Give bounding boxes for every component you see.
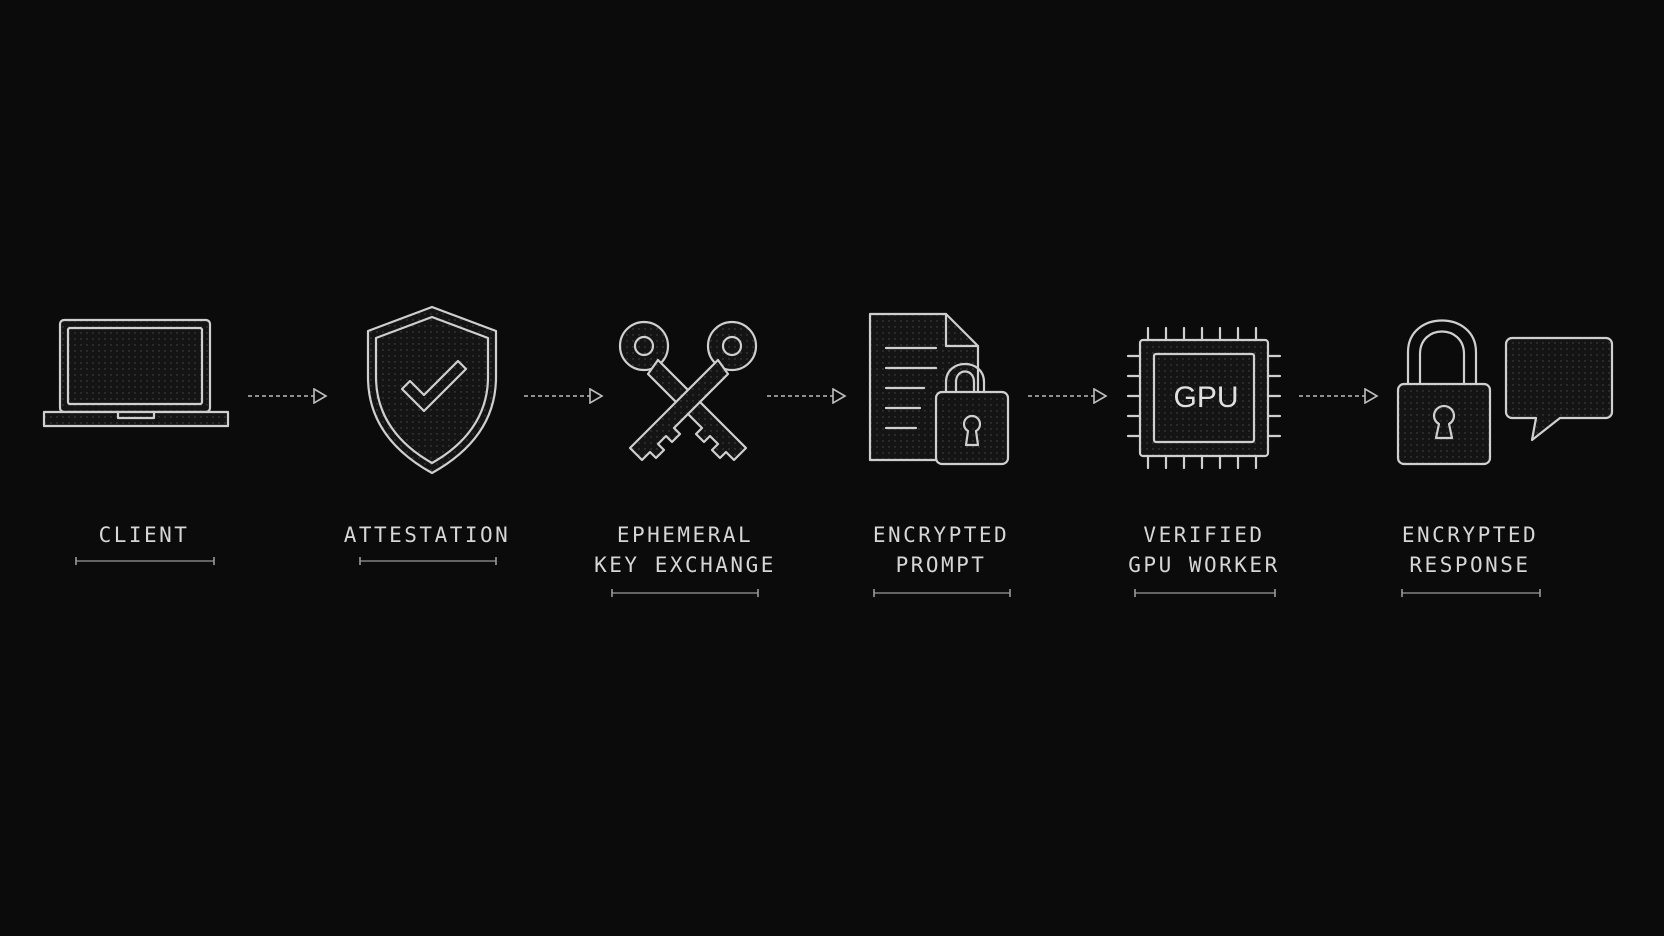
- document-lock-icon: [868, 312, 1010, 466]
- flow-arrow-2: [524, 388, 604, 404]
- flow-arrow-4: [1028, 388, 1108, 404]
- flow-arrow-5: [1299, 388, 1379, 404]
- crossed-keys-icon: [618, 320, 758, 462]
- step-underline-client: [75, 557, 215, 565]
- gpu-chip-icon: [1126, 326, 1282, 470]
- flow-arrow-1: [248, 388, 328, 404]
- step-label-client: CLIENT: [98, 523, 190, 547]
- step-underline-gpu: [1134, 589, 1276, 597]
- lock-speech-bubble-icon: [1396, 319, 1614, 466]
- step-underline-attestation: [359, 557, 497, 565]
- flow-arrow-3: [767, 388, 847, 404]
- step-label-attestation: ATTESTATION: [343, 523, 511, 547]
- step-underline-key-exchange: [611, 589, 759, 597]
- shield-check-icon: [366, 305, 498, 475]
- laptop-icon: [42, 318, 230, 428]
- step-underline-prompt: [873, 589, 1011, 597]
- gpu-chip-label: GPU: [1173, 381, 1239, 414]
- step-underline-response: [1401, 589, 1541, 597]
